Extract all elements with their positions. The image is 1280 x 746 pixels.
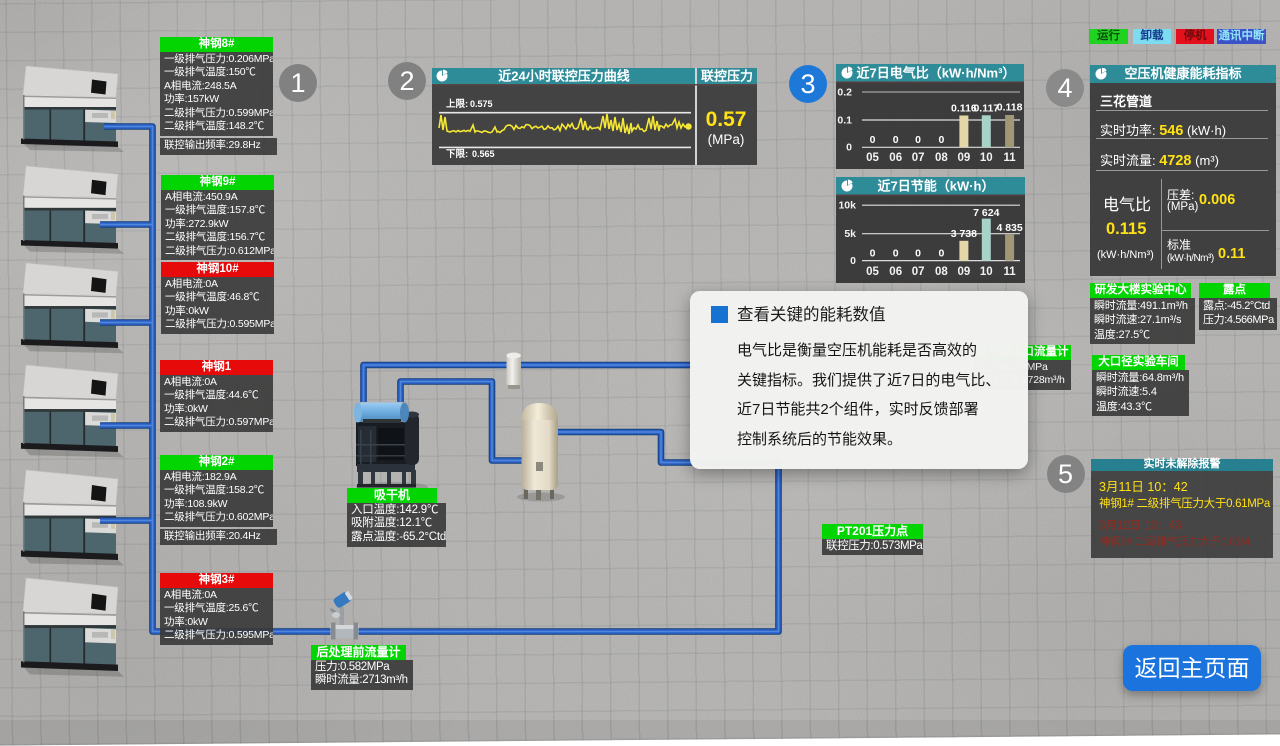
svg-text:09: 09 bbox=[958, 152, 971, 164]
svg-text:联控压力: 联控压力 bbox=[701, 69, 753, 84]
svg-text:10: 10 bbox=[980, 152, 993, 164]
svg-text:0.565: 0.565 bbox=[472, 149, 495, 159]
svg-text:06: 06 bbox=[889, 266, 902, 278]
svg-text:0.1: 0.1 bbox=[837, 115, 852, 127]
svg-text:11: 11 bbox=[1004, 152, 1017, 164]
svg-text:下限:: 下限: bbox=[446, 149, 468, 160]
svg-text:(MPa): (MPa) bbox=[708, 132, 745, 147]
svg-text:10k: 10k bbox=[838, 200, 856, 212]
svg-text:0: 0 bbox=[893, 134, 899, 146]
svg-text:5k: 5k bbox=[844, 228, 856, 240]
svg-text:0: 0 bbox=[938, 248, 944, 260]
svg-text:近7日节能（kW·h）: 近7日节能（kW·h） bbox=[877, 179, 994, 194]
svg-text:0: 0 bbox=[915, 248, 921, 260]
svg-text:06: 06 bbox=[889, 152, 902, 164]
svg-text:08: 08 bbox=[935, 266, 948, 278]
svg-text:近7日电气比（kW·h/Nm³）: 近7日电气比（kW·h/Nm³） bbox=[857, 66, 1016, 81]
svg-text:0: 0 bbox=[938, 134, 944, 146]
svg-text:0: 0 bbox=[870, 248, 876, 260]
svg-text:11: 11 bbox=[1004, 266, 1017, 278]
svg-text:近24小时联控压力曲线: 近24小时联控压力曲线 bbox=[498, 69, 629, 84]
svg-text:0.575: 0.575 bbox=[470, 99, 493, 109]
svg-text:0: 0 bbox=[870, 134, 876, 146]
svg-text:0.118: 0.118 bbox=[997, 102, 1023, 114]
svg-text:0.2: 0.2 bbox=[837, 87, 852, 99]
svg-text:0.116: 0.116 bbox=[951, 103, 977, 115]
svg-text:上限:: 上限: bbox=[446, 98, 468, 110]
svg-text:7 624: 7 624 bbox=[973, 207, 999, 219]
svg-text:0.117: 0.117 bbox=[973, 103, 999, 115]
svg-text:08: 08 bbox=[935, 152, 948, 164]
svg-text:3 738: 3 738 bbox=[951, 228, 977, 240]
svg-text:0: 0 bbox=[915, 134, 921, 146]
svg-text:05: 05 bbox=[866, 266, 879, 278]
svg-text:09: 09 bbox=[958, 266, 971, 278]
svg-text:4 835: 4 835 bbox=[996, 222, 1022, 234]
svg-text:07: 07 bbox=[912, 152, 925, 164]
svg-text:07: 07 bbox=[912, 266, 925, 278]
svg-text:0: 0 bbox=[893, 248, 899, 260]
svg-text:0: 0 bbox=[846, 142, 852, 154]
svg-text:0.57: 0.57 bbox=[706, 108, 747, 131]
svg-text:05: 05 bbox=[866, 152, 879, 164]
svg-text:0: 0 bbox=[850, 255, 856, 267]
svg-text:10: 10 bbox=[980, 266, 993, 278]
